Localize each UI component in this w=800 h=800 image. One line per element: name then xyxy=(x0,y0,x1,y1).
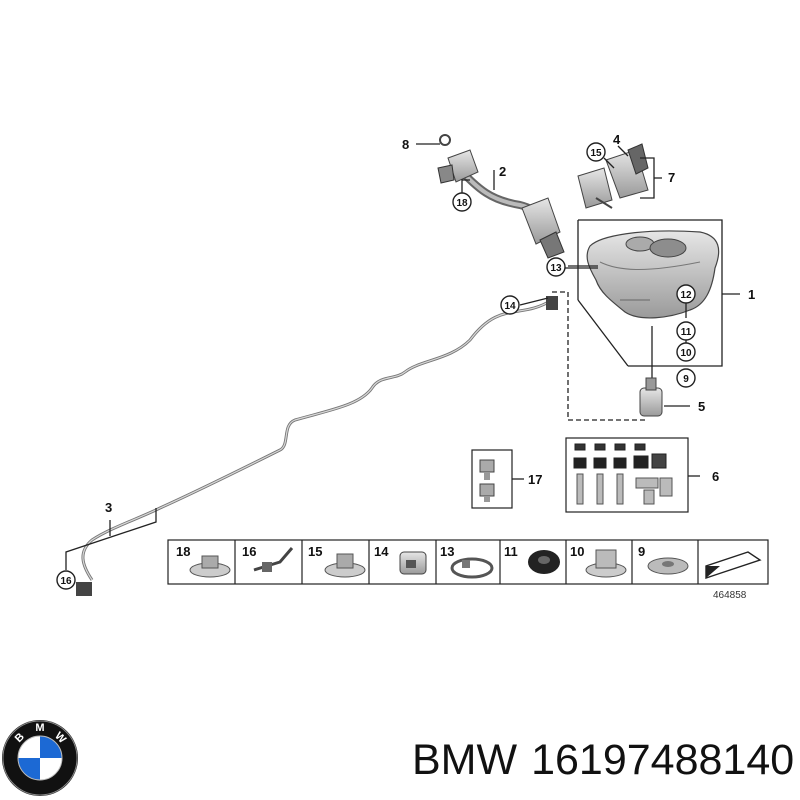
mounting-kit-box xyxy=(565,437,700,513)
callout-3: 3 xyxy=(105,500,112,515)
strip-label-15: 15 xyxy=(308,544,322,559)
callout-7: 7 xyxy=(668,170,675,185)
strip-label-16: 16 xyxy=(242,544,256,559)
callout-6: 6 xyxy=(712,469,719,484)
svg-text:12: 12 xyxy=(680,290,692,301)
callout-16: 16 xyxy=(56,570,76,590)
strip-label-18: 18 xyxy=(176,544,190,559)
strip-label-13: 13 xyxy=(440,544,454,559)
callout-11: 11 xyxy=(676,321,696,341)
callout-18: 18 xyxy=(452,192,472,212)
fuel-line-connector-end xyxy=(76,582,92,596)
callout-17: 17 xyxy=(528,472,542,487)
svg-text:15: 15 xyxy=(590,148,602,159)
brand-name: BMW xyxy=(412,736,518,784)
callout-10: 10 xyxy=(676,342,696,362)
valve-part xyxy=(639,377,690,417)
svg-text:14: 14 xyxy=(504,301,516,312)
strip-label-9: 9 xyxy=(638,544,645,559)
parts-diagram: 1 2 3 4 5 6 7 8 17 9 10 11 12 13 xyxy=(56,132,769,601)
part-number: 16197488140 xyxy=(531,736,795,784)
svg-text:13: 13 xyxy=(550,263,562,274)
svg-text:16: 16 xyxy=(60,576,72,587)
bolts-box xyxy=(471,449,524,509)
part-caption: BMW 16197488140 xyxy=(412,736,794,785)
circled-callouts: 9 10 11 12 13 14 15 16 xyxy=(56,142,696,590)
strip-label-11: 11 xyxy=(504,544,518,559)
dashed-leader-14-5 xyxy=(552,291,646,421)
callout-8: 8 xyxy=(402,137,409,152)
callout-4: 4 xyxy=(613,132,621,147)
svg-text:10: 10 xyxy=(680,348,692,359)
fuel-line xyxy=(81,298,553,581)
fuel-tank xyxy=(586,230,720,319)
svg-text:18: 18 xyxy=(456,198,468,209)
callout-15: 15 xyxy=(586,142,606,162)
parts-strip-pictures xyxy=(189,547,762,579)
svg-text:11: 11 xyxy=(681,327,692,338)
callout-13: 13 xyxy=(546,257,566,277)
strip-label-10: 10 xyxy=(570,544,584,559)
svg-text:M: M xyxy=(35,722,44,734)
callout-1: 1 xyxy=(748,287,755,302)
fuel-line-connector-top xyxy=(546,296,558,310)
drawing-number: 464858 xyxy=(713,590,747,601)
parts-strip-labels: 18 16 15 14 13 11 10 9 xyxy=(176,544,645,559)
callout-2: 2 xyxy=(499,164,506,179)
strip-label-14: 14 xyxy=(374,544,389,559)
bracket-parts xyxy=(577,143,662,209)
callout-14: 14 xyxy=(500,295,520,315)
bmw-logo: B M W xyxy=(2,720,78,796)
svg-text:9: 9 xyxy=(683,374,689,385)
callout-5: 5 xyxy=(698,399,705,414)
callout-bracket-3 xyxy=(65,508,157,570)
callout-9: 9 xyxy=(676,368,696,388)
callout-12: 12 xyxy=(676,284,696,304)
filler-pipe xyxy=(437,134,565,259)
